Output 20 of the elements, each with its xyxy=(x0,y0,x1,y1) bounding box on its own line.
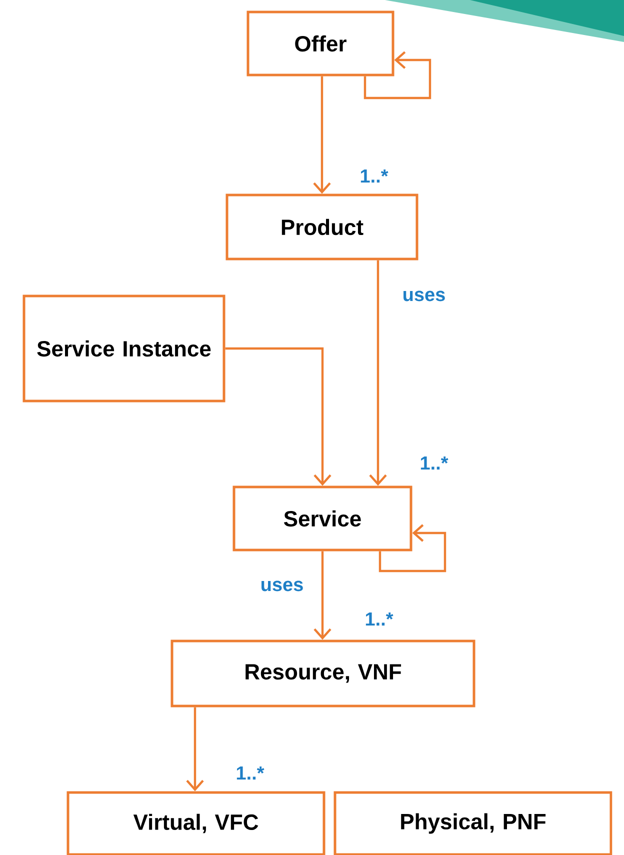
multiplicity-label: 1..* xyxy=(360,169,388,183)
class-box: Service Instance xyxy=(22,294,226,402)
multiplicity-label: 1..* xyxy=(236,766,264,780)
arrow xyxy=(186,707,204,792)
class-box: Virtual, VFC xyxy=(66,791,326,855)
class-box: Physical, PNF xyxy=(334,791,612,855)
class-box: Resource, VNF xyxy=(170,640,476,708)
multiplicity-label: 1..* xyxy=(420,456,448,470)
class-box: Offer xyxy=(246,10,394,76)
self-loop-arrow xyxy=(378,524,446,572)
relation-label: uses xyxy=(404,290,445,302)
multiplicity-label: 1..* xyxy=(366,612,394,626)
class-box: Product xyxy=(226,194,418,260)
arrow xyxy=(225,347,332,486)
arrow xyxy=(314,551,332,640)
arrow xyxy=(369,260,387,486)
arrow xyxy=(313,76,331,194)
relation-label: uses xyxy=(262,580,303,592)
self-loop-arrow xyxy=(364,51,432,100)
class-box: Service xyxy=(232,486,412,552)
